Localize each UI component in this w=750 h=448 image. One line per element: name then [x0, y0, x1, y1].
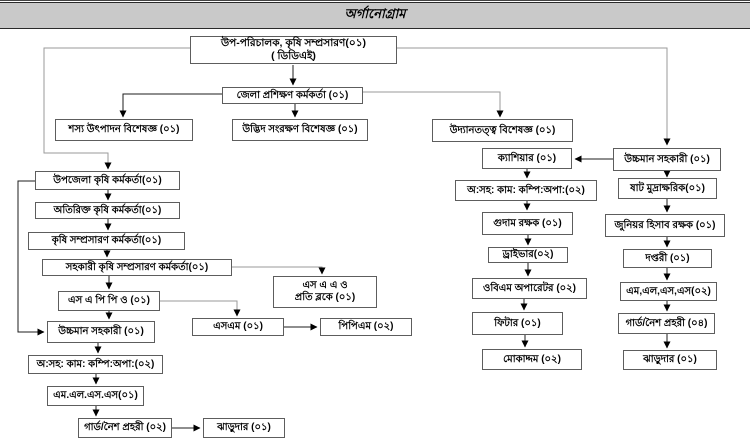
node-fitter: ফিটার (০১)	[472, 312, 563, 335]
edge-dto-to-crop-specialist	[119, 93, 222, 118]
node-label: এস এ এ ও	[302, 280, 348, 291]
node-label: ওবিএম অপারেটর (০২)	[483, 282, 576, 294]
node-label: অ:সহ: কাম: কম্পি:অপা:(০২)	[36, 358, 155, 370]
node-label: পিপিএম (০২)	[338, 321, 394, 332]
node-label: এম.এল.এস.এস(০১)	[53, 390, 138, 401]
node-driver: ড্রাইভার(০২)	[488, 247, 568, 263]
node-saao-per-block: এস এ এ ও প্রতি ব্লকে (০১)	[273, 276, 377, 308]
node-label: গুদাম রক্ষক (০১)	[493, 217, 562, 229]
node-label: উদ্যানতত্ত্ব বিশেষজ্ঞ (০১)	[449, 124, 556, 136]
node-label: ক্যাশিয়ার (০১)	[497, 152, 557, 164]
node-sweeper-right: ঝাড়ুদার (০১)	[623, 350, 717, 370]
node-sm: এসএম (০১)	[192, 318, 284, 336]
node-cashier: ক্যাশিয়ার (০১)	[482, 148, 572, 169]
node-assistant-cum-computer-operator-left: অ:সহ: কাম: কম্পি:অপা:(০২)	[28, 355, 163, 374]
node-label: ঝাড়ুদার (০১)	[643, 354, 697, 365]
node-label: এম,এল,এস,এস(০২)	[626, 285, 711, 297]
node-store-keeper: গুদাম রক্ষক (০১)	[482, 212, 573, 235]
node-label: উচ্চমান সহকারী (০১)	[624, 153, 710, 165]
node-mokaddam: মোকাদ্দম (০২)	[482, 349, 582, 370]
node-shorthand-typist: ষাট মুদ্রাক্ষরিক(০১)	[618, 178, 717, 199]
node-obm-operator: ওবিএম অপারেটর (০২)	[472, 278, 587, 299]
node-crop-production-specialist: শস্য উৎপাদন বিশেষজ্ঞ (০১)	[55, 119, 193, 141]
node-horticulture-specialist: উদ্যানতত্ত্ব বিশেষজ্ঞ (০১)	[432, 119, 573, 142]
page-title: অর্গানোগ্রাম	[344, 6, 406, 21]
node-label: ( ডিডিএই)	[271, 50, 316, 62]
node-label: প্রতি ব্লকে (০১)	[294, 292, 356, 303]
node-plant-protection-specialist: উদ্ভিদ সংরক্ষণ বিশেষজ্ঞ (০১)	[232, 119, 368, 141]
node-daftari: দপ্তরী (০১)	[623, 249, 712, 268]
node-label: সহকারী কৃষি সম্প্রসারণ কর্মকর্তা(০১)	[65, 261, 209, 273]
node-junior-accountant: জুনিয়র হিসাব রক্ষক (০১)	[605, 214, 725, 237]
node-label: এস এ পি পি ও (০১)	[67, 295, 151, 306]
node-mlss-left: এম.এল.এস.এস(০১)	[47, 386, 144, 406]
node-mlss-right: এম,এল,এস,এস(০২)	[620, 282, 717, 301]
node-label: গার্ড/নৈশ প্রহরী (০২)	[84, 422, 166, 433]
node-upper-division-assistant-right: উচ্চমান সহকারী (০১)	[613, 148, 721, 171]
node-deputy-director: উপ-পরিচালক, কৃষি সম্প্রসারণ(০১) ( ডিডিএই…	[190, 36, 397, 64]
edge-dto-to-horticulture	[363, 91, 504, 118]
node-label: অতিরিক্ত কৃষি কর্মকর্তা(০১)	[53, 204, 162, 216]
edge-dd-to-uao	[43, 47, 190, 170]
node-agriculture-extension-officer: কৃষি সম্প্রসারণ কর্মকর্তা(০১)	[28, 232, 185, 250]
node-label: এসএম (০১)	[213, 321, 263, 332]
node-label: শস্য উৎপাদন বিশেষজ্ঞ (০১)	[68, 124, 180, 135]
node-upper-division-assistant-left: উচ্চমান সহকারী (০১)	[47, 321, 155, 343]
node-upazila-agriculture-officer: উপজেলা কৃষি কর্মকর্তা(০১)	[35, 171, 180, 190]
node-guard-night-watchman-right: গার্ড/নৈশ প্রহরী (০৪)	[618, 313, 715, 334]
node-label: অ:সহ: কাম: কম্পি:অপা:(০২)	[467, 184, 585, 196]
node-label: জেলা প্রশিক্ষণ কর্মকর্তা (০১)	[236, 89, 349, 101]
edge-sappo-to-sm	[160, 300, 241, 317]
node-district-training-officer: জেলা প্রশিক্ষণ কর্মকর্তা (০১)	[222, 87, 363, 104]
node-additional-agriculture-officer: অতিরিক্ত কৃষি কর্মকর্তা(০১)	[35, 202, 180, 219]
node-label: ড্রাইভার(০২)	[502, 249, 554, 260]
node-label: ফিটার (০১)	[494, 317, 541, 329]
node-label: ঝাড়ুদার (০১)	[217, 422, 271, 433]
node-label: গার্ড/নৈশ প্রহরী (০৪)	[625, 317, 708, 329]
node-ppm: পিপিএম (০২)	[320, 318, 412, 336]
node-label: কৃষি সম্প্রসারণ কর্মকর্তা(০১)	[51, 235, 162, 246]
node-label: উপ-পরিচালক, কৃষি সম্প্রসারণ(০১)	[220, 37, 367, 50]
node-label: উচ্চমান সহকারী (০১)	[58, 326, 144, 337]
node-sappo: এস এ পি পি ও (০১)	[58, 291, 160, 311]
edge-asst-aeo-to-saao	[232, 266, 326, 275]
node-sweeper-left: ঝাড়ুদার (০১)	[203, 418, 285, 438]
node-guard-night-watchman-left: গার্ড/নৈশ প্রহরী (০২)	[78, 418, 172, 438]
node-assistant-cum-computer-operator-right: অ:সহ: কাম: কম্পি:অপা:(০২)	[455, 180, 597, 201]
node-label: মোকাদ্দম (০২)	[503, 353, 561, 365]
title-bar: অর্গানোগ্রাম	[0, 2, 750, 29]
node-assistant-agriculture-extension-officer: সহকারী কৃষি সম্প্রসারণ কর্মকর্তা(০১)	[42, 259, 232, 276]
node-label: দপ্তরী (০১)	[645, 252, 690, 264]
node-label: ষাট মুদ্রাক্ষরিক(০১)	[630, 182, 705, 194]
node-label: উদ্ভিদ সংরক্ষণ বিশেষজ্ঞ (০১)	[242, 124, 358, 135]
node-label: উপজেলা কৃষি কর্মকর্তা(০১)	[53, 174, 162, 186]
node-label: জুনিয়র হিসাব রক্ষক (০১)	[614, 219, 716, 231]
